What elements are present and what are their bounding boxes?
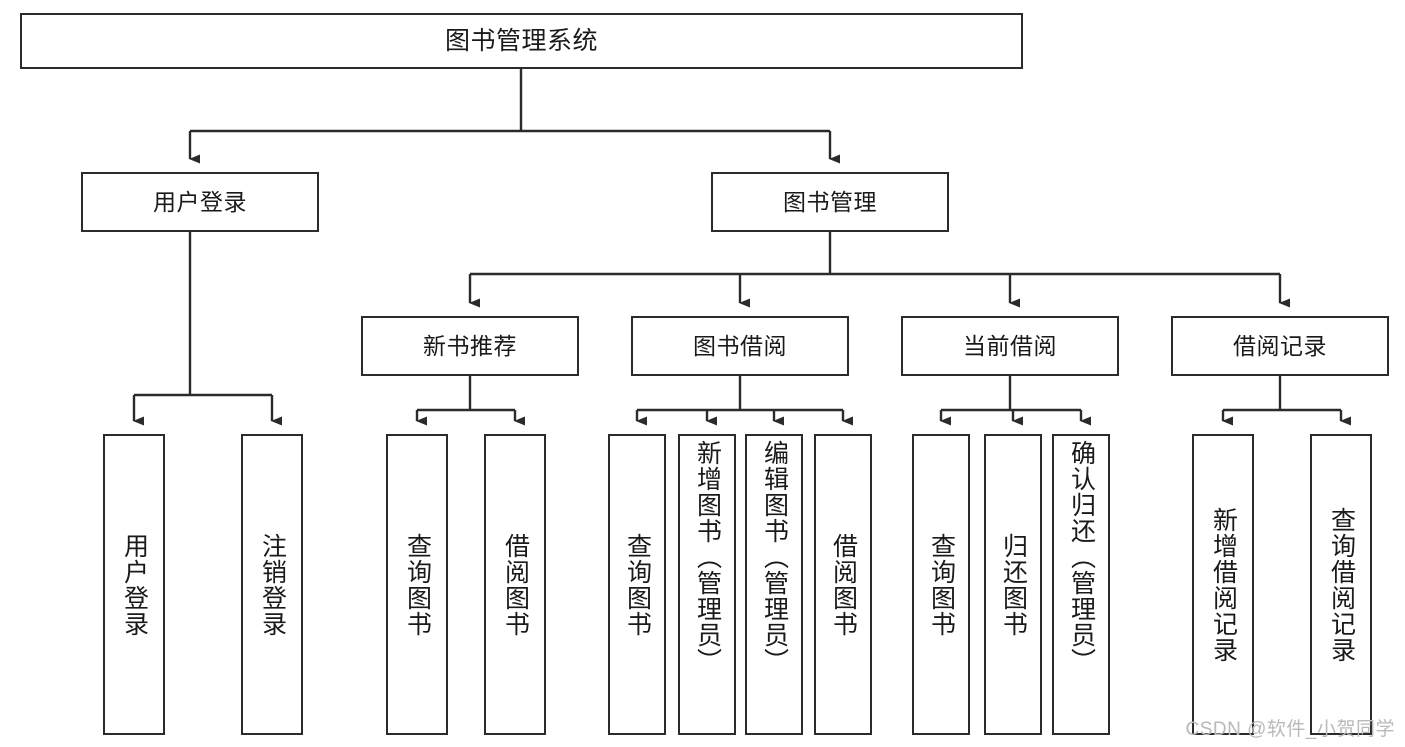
node-level3-1-label: 图书借阅 [693, 332, 787, 359]
node-leaf-5-label: 新增图书（管理员） [693, 440, 722, 674]
node-leaf-3-label: 借阅图书 [501, 532, 530, 637]
watermark-text: CSDN @软件_小贺同学 [1185, 719, 1395, 740]
node-leaf-11[interactable]: 新增借阅记录 [1192, 434, 1254, 735]
node-leaf-10-label: 确认归还（管理员） [1067, 440, 1096, 674]
node-level3-3[interactable]: 借阅记录 [1171, 316, 1389, 376]
node-leaf-0-label: 用户登录 [120, 532, 149, 637]
node-leaf-6[interactable]: 编辑图书（管理员） [745, 434, 803, 735]
node-leaf-7-label: 借阅图书 [829, 532, 858, 637]
node-leaf-3[interactable]: 借阅图书 [484, 434, 546, 735]
node-level2-0[interactable]: 用户登录 [81, 172, 319, 232]
node-leaf-11-label: 新增借阅记录 [1209, 506, 1238, 663]
node-level3-2[interactable]: 当前借阅 [901, 316, 1119, 376]
node-leaf-9-label: 归还图书 [999, 532, 1028, 637]
node-leaf-9[interactable]: 归还图书 [984, 434, 1042, 735]
node-level3-0[interactable]: 新书推荐 [361, 316, 579, 376]
node-level2-0-label: 用户登录 [153, 188, 247, 215]
node-level2-1[interactable]: 图书管理 [711, 172, 949, 232]
node-leaf-0[interactable]: 用户登录 [103, 434, 165, 735]
node-leaf-2-label: 查询图书 [403, 532, 432, 637]
node-leaf-8-label: 查询图书 [927, 532, 956, 637]
node-leaf-7[interactable]: 借阅图书 [814, 434, 872, 735]
node-level3-1[interactable]: 图书借阅 [631, 316, 849, 376]
node-leaf-12[interactable]: 查询借阅记录 [1310, 434, 1372, 735]
node-leaf-2[interactable]: 查询图书 [386, 434, 448, 735]
node-level2-1-label: 图书管理 [783, 188, 877, 215]
node-root-label: 图书管理系统 [444, 26, 598, 55]
node-leaf-6-label: 编辑图书（管理员） [760, 440, 789, 674]
node-leaf-4[interactable]: 查询图书 [608, 434, 666, 735]
edge-group [132, 69, 1351, 426]
node-leaf-12-label: 查询借阅记录 [1327, 506, 1356, 663]
node-leaf-1[interactable]: 注销登录 [241, 434, 303, 735]
node-root[interactable]: 图书管理系统 [20, 13, 1023, 69]
node-leaf-1-label: 注销登录 [258, 532, 287, 637]
node-leaf-10[interactable]: 确认归还（管理员） [1052, 434, 1110, 735]
node-level3-3-label: 借阅记录 [1233, 332, 1327, 359]
node-leaf-8[interactable]: 查询图书 [912, 434, 970, 735]
node-leaf-4-label: 查询图书 [623, 532, 652, 637]
node-leaf-5[interactable]: 新增图书（管理员） [678, 434, 736, 735]
node-level3-2-label: 当前借阅 [963, 332, 1057, 359]
node-level3-0-label: 新书推荐 [423, 332, 517, 359]
